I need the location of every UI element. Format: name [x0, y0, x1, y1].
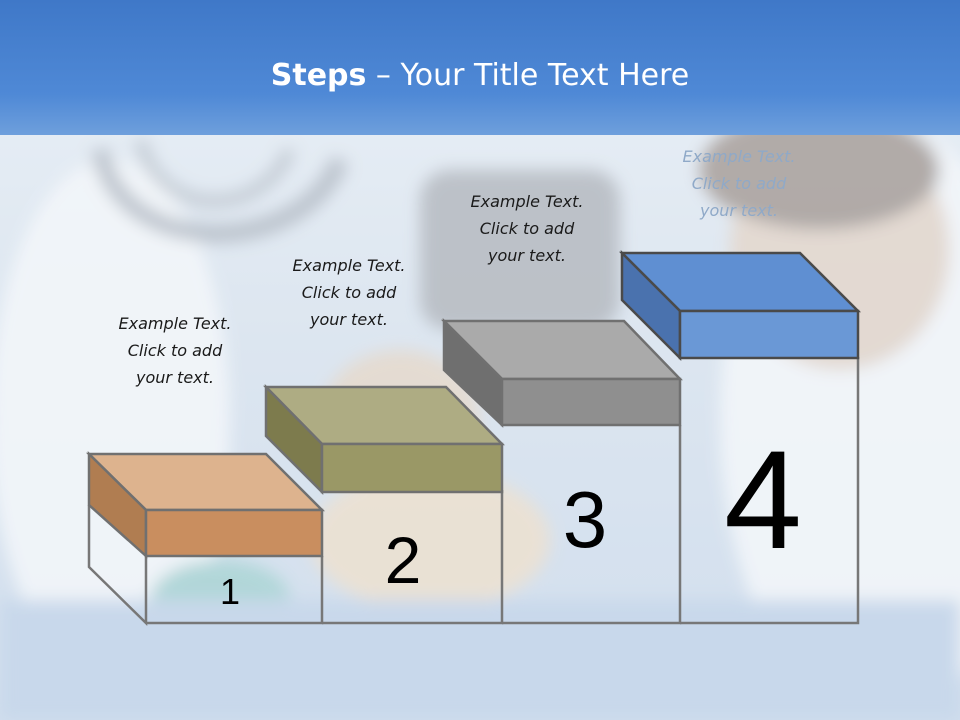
step-number-1: 1 — [219, 571, 241, 612]
step-number-2: 2 — [384, 523, 422, 597]
slide-title[interactable]: Steps – Your Title Text Here — [0, 56, 960, 96]
title-rest: – Your Title Text Here — [366, 58, 690, 93]
step-text-3[interactable]: Example Text. Click to add your text. — [470, 192, 584, 265]
step-block-3[interactable] — [440, 317, 683, 428]
title-bar — [0, 0, 960, 135]
step-text-1[interactable]: Example Text. Click to add your text. — [118, 314, 232, 387]
step-text-2[interactable]: Example Text. Click to add your text. — [292, 256, 406, 329]
step-number-3: 3 — [562, 475, 608, 564]
title-bold: Steps — [270, 58, 367, 93]
step-number-4: 4 — [724, 421, 802, 578]
step-outline-4 — [680, 357, 860, 625]
step-block-2[interactable] — [263, 383, 505, 496]
step-block-1[interactable] — [85, 451, 326, 559]
step-block-4[interactable] — [618, 249, 862, 362]
step-text-4[interactable]: Example Text. Click to add your text. — [682, 147, 796, 220]
